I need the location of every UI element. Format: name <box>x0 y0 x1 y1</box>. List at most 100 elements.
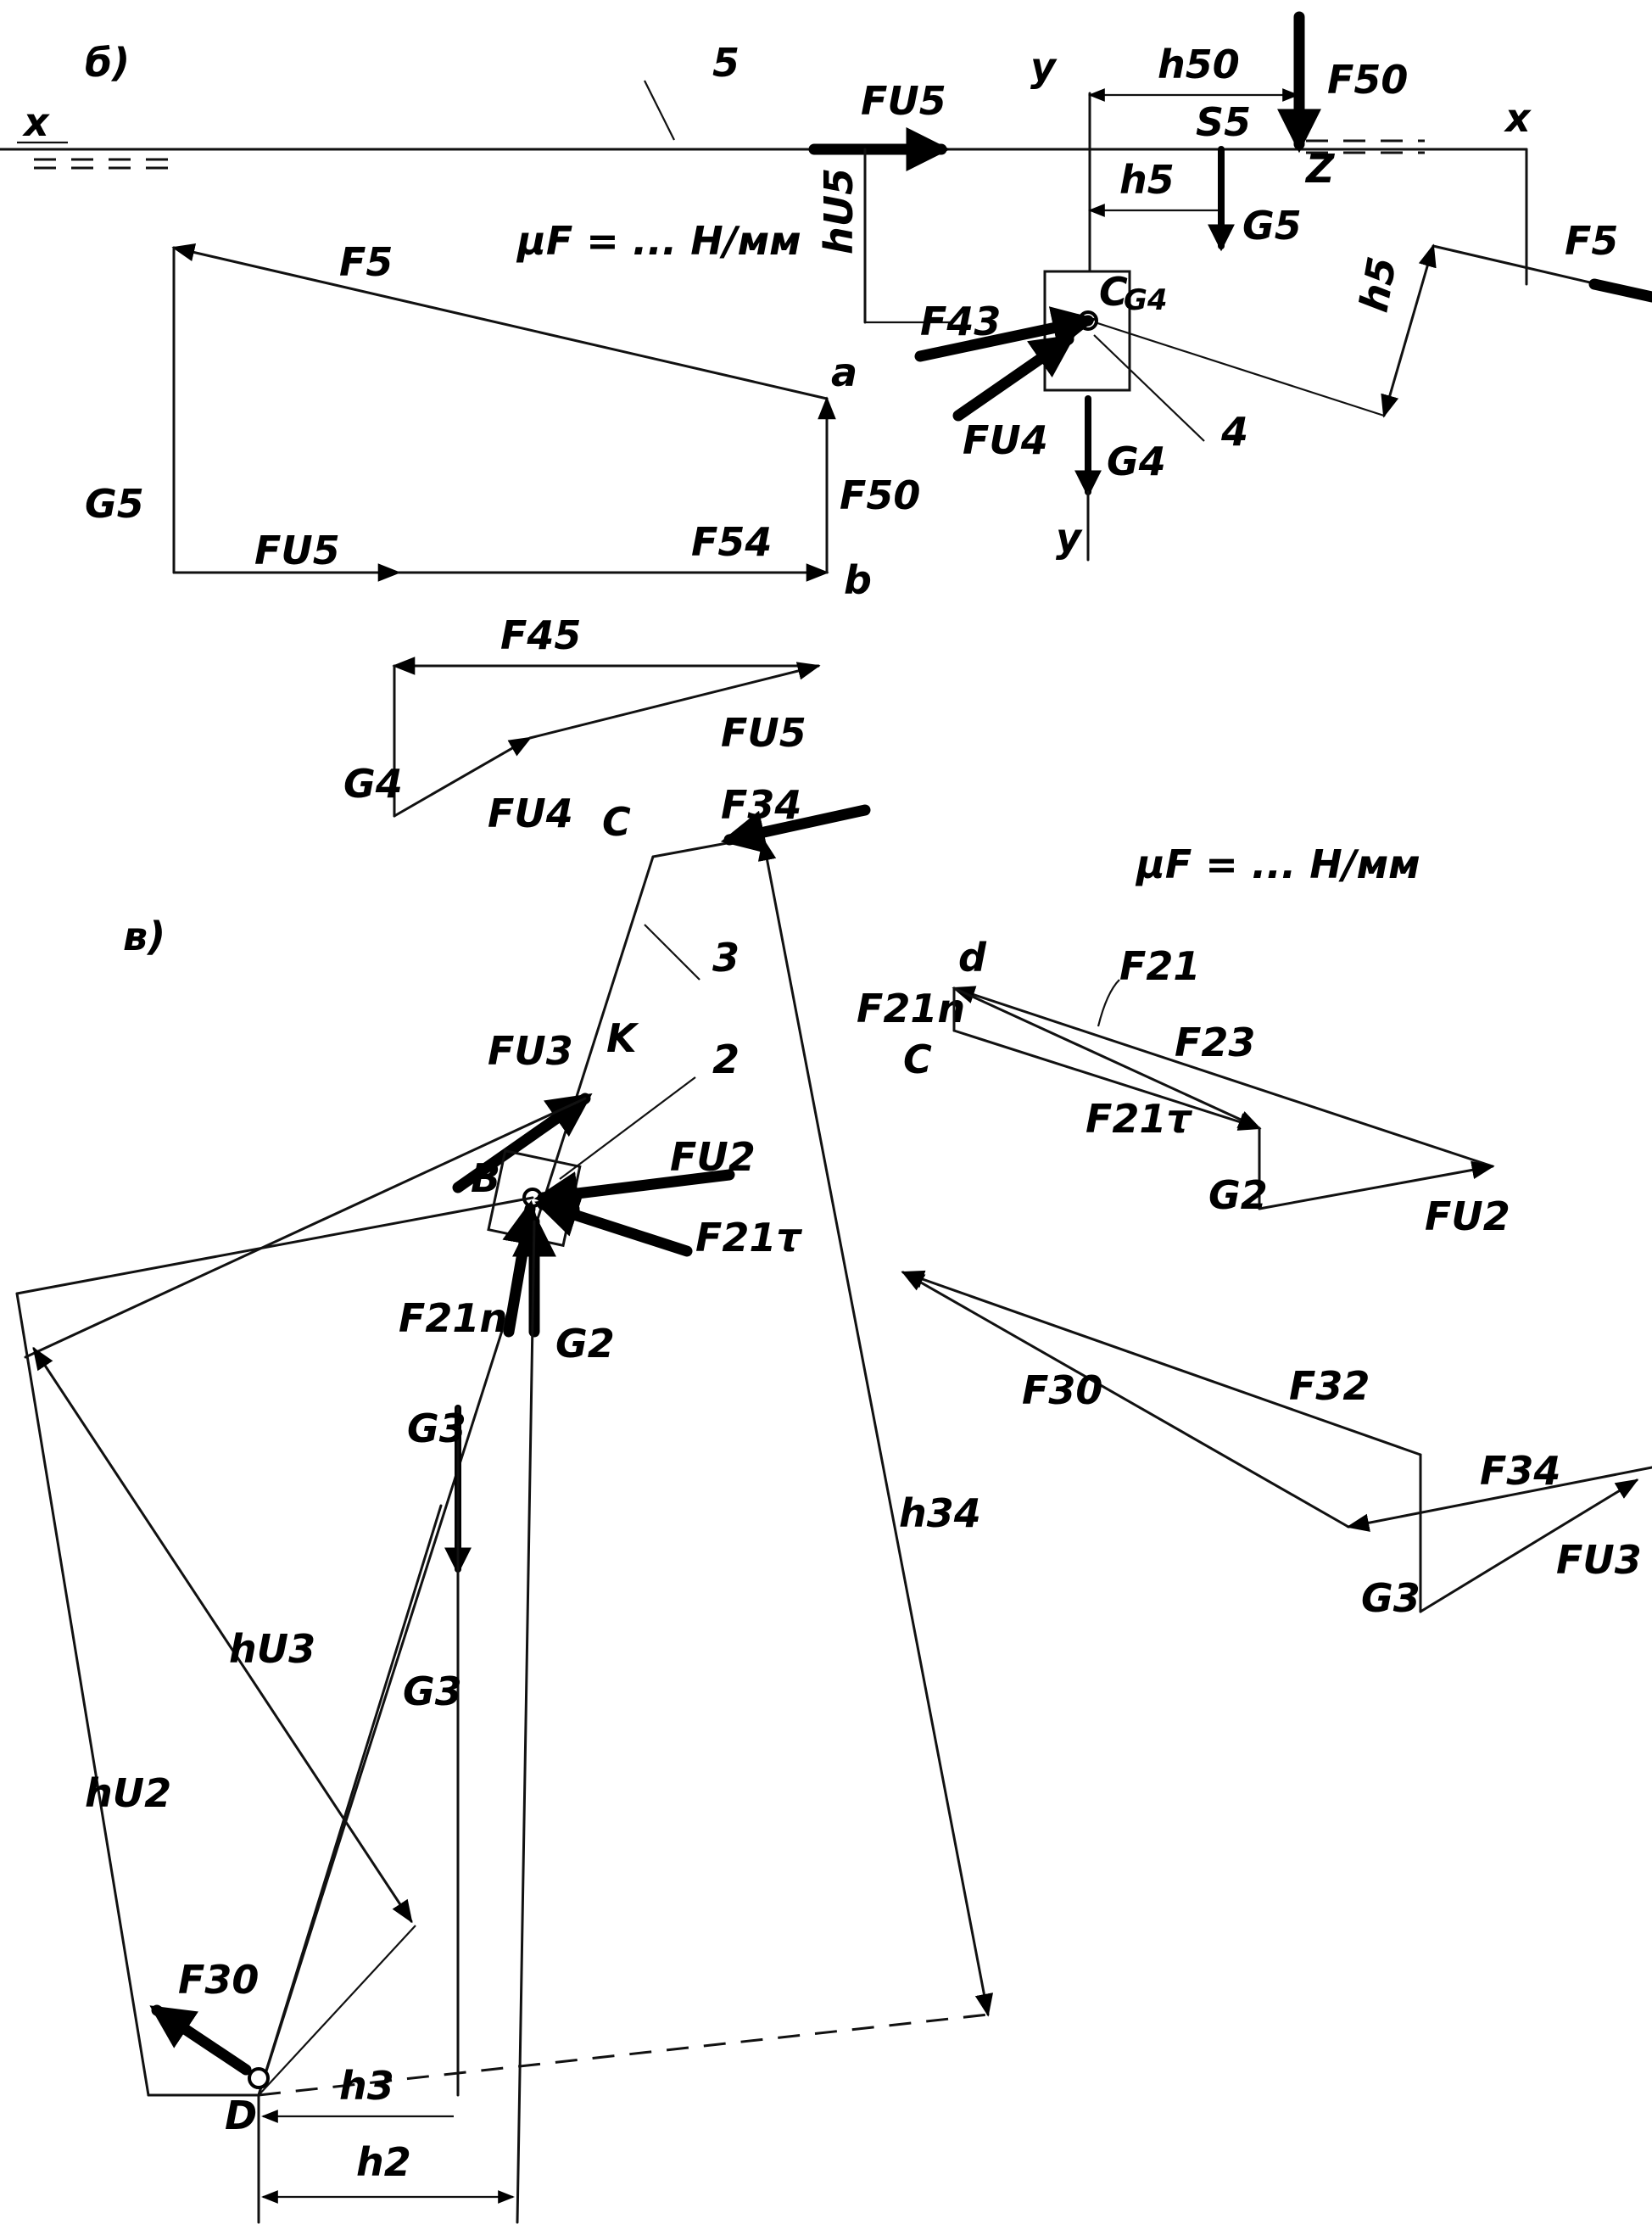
axis-y-bottom: y <box>1056 515 1083 561</box>
polygon-link3-label-F30: F30 <box>1022 1367 1102 1413</box>
label-hU5: hU5 <box>816 168 862 254</box>
axis-x-right: x <box>1504 95 1532 141</box>
force-F21t-arrow <box>534 1194 693 1257</box>
polygon-label-FU5: FU5 <box>254 528 340 573</box>
label-h5-right: h5 <box>1351 254 1405 316</box>
h34-base-dashed <box>258 2013 989 2097</box>
slider-4-leader <box>1093 334 1205 442</box>
polygon-link3-label-FU3: FU3 <box>1556 1537 1642 1583</box>
hU3-base <box>258 1925 416 2096</box>
part-b-force-polygon-5: F5 G5 FU5 F54 F50 a b <box>85 239 920 603</box>
polygon-label-F5: F5 <box>339 239 393 285</box>
label-G3: G3 <box>403 1668 462 1714</box>
force-FU2-arrow <box>533 1169 735 1216</box>
label-F34: F34 <box>721 782 801 828</box>
polygon-link2-point-d: d <box>958 935 987 981</box>
point-C-top: C <box>602 799 631 845</box>
label-G4: G4 <box>1107 439 1166 484</box>
polygon-link2-label-F21: F21 <box>1119 943 1200 989</box>
polygon2-label-FU5: FU5 <box>721 710 806 756</box>
part-b-force-polygon-4: F45 G4 FU4 FU5 <box>343 612 821 836</box>
part-v-label: в) <box>123 914 165 959</box>
link-3-leader <box>644 924 700 981</box>
force-F34-arrow <box>720 804 871 854</box>
dim-h5-right <box>1381 243 1437 418</box>
label-F50-top: F50 <box>1327 57 1408 103</box>
polygon-point-b: b <box>844 557 872 603</box>
polygon2-label-G4: G4 <box>343 761 403 807</box>
polygon2-FU4 <box>393 736 533 818</box>
polygon-link3-label-G3: G3 <box>1361 1575 1420 1621</box>
link-2-top-edge <box>15 1196 534 1295</box>
polygon-link2-FU2 <box>1258 1160 1495 1210</box>
polygon-link2-label-G2: G2 <box>1208 1172 1268 1218</box>
polygon-link2-label-FU2: FU2 <box>1425 1193 1510 1239</box>
polygon-link3-label-F34: F34 <box>1480 1448 1560 1494</box>
polygon-link2-label-F21t: F21τ <box>1086 1096 1192 1142</box>
part-v-mechanism: в) F34 C h34 3 2 FU3 K B FU2 F21τ F21n <box>15 782 1420 2224</box>
label-h2: h2 <box>356 2139 411 2185</box>
polygon-label-F54: F54 <box>691 519 772 565</box>
F32-line <box>257 1504 443 2097</box>
link-2-leader <box>559 1076 696 1180</box>
force-FU3-arrow <box>452 1093 593 1193</box>
point-Z: Z <box>1304 146 1336 192</box>
polygon2-label-F45: F45 <box>500 612 581 658</box>
dim-h34 <box>757 837 994 2017</box>
force-F5-arrow-right <box>1588 278 1652 303</box>
label-FU3: FU3 <box>488 1028 573 1074</box>
joint-D <box>248 2067 270 2089</box>
force-F43-arrow <box>914 306 1097 362</box>
force-F21n-arrow <box>502 1199 546 1338</box>
part-b-label: б) <box>85 40 130 86</box>
scale-v: μF = ... Н/мм <box>1135 841 1420 887</box>
part-b-mechanism: б) 5 x x FU5 hU5 y h50 F50 S5 Z h5 G5 <box>0 11 1652 562</box>
point-K: K <box>606 1015 639 1061</box>
part-v-force-polygon-2: d C F21n F23 F21 F21τ G2 FU2 <box>857 935 1510 1239</box>
polygon2-label-FU4: FU4 <box>488 791 573 836</box>
polygon-link3-F30 <box>901 1271 1350 1529</box>
polygon-link2-F21-leader <box>1097 979 1120 1027</box>
polygon-link3-F34 <box>1346 1466 1652 1532</box>
link-5-number: 5 <box>712 40 739 86</box>
label-hU3: hU3 <box>229 1626 315 1672</box>
polygon-link3-label-F32: F32 <box>1289 1363 1370 1409</box>
label-F5-right: F5 <box>1565 218 1618 264</box>
polygon-label-G5: G5 <box>85 481 144 527</box>
link-3-number: 3 <box>712 935 739 981</box>
force-F30-arrow <box>149 2004 252 2076</box>
point-B: B <box>471 1155 500 1201</box>
FU3-line <box>24 1097 587 1359</box>
polygon-link2-point-C: C <box>903 1037 932 1082</box>
part-v-force-polygon-3: F32 F30 G3 F34 FU3 <box>901 1270 1652 1621</box>
label-h50: h50 <box>1158 42 1240 87</box>
polygon-link2-F23 <box>952 986 1494 1168</box>
label-F21t: F21τ <box>695 1215 802 1260</box>
label-hU2: hU2 <box>85 1770 171 1816</box>
polygon-link3-FU3 <box>1419 1478 1639 1613</box>
label-F43: F43 <box>920 299 1001 344</box>
label-S5: S5 <box>1196 99 1251 145</box>
label-h3: h3 <box>339 2063 394 2109</box>
polygon-link2-F21t <box>952 1029 1262 1131</box>
hU2-line <box>15 1292 150 2097</box>
label-G2: G2 <box>555 1321 615 1367</box>
label-FU5: FU5 <box>861 78 946 124</box>
label-FU4: FU4 <box>963 417 1048 463</box>
force-FU4-arrow <box>952 333 1076 422</box>
link-5-leader <box>644 80 675 141</box>
polygon2-FU5 <box>528 662 821 740</box>
polygon-link3-F32 <box>901 1270 1422 1456</box>
slider-4-number: 4 <box>1220 409 1248 455</box>
link-2-number: 2 <box>712 1037 739 1082</box>
point-C: C <box>1099 269 1128 315</box>
polygon-point-a: a <box>831 349 857 395</box>
label-F30: F30 <box>178 1957 259 2003</box>
label-G3-upper: G3 <box>407 1406 466 1451</box>
label-FU2: FU2 <box>670 1134 756 1180</box>
axis-y-top: y <box>1030 44 1058 90</box>
point-D: D <box>225 2093 257 2138</box>
axis-x-left: x <box>22 99 50 145</box>
polygon-link2-F21 <box>952 986 1262 1130</box>
